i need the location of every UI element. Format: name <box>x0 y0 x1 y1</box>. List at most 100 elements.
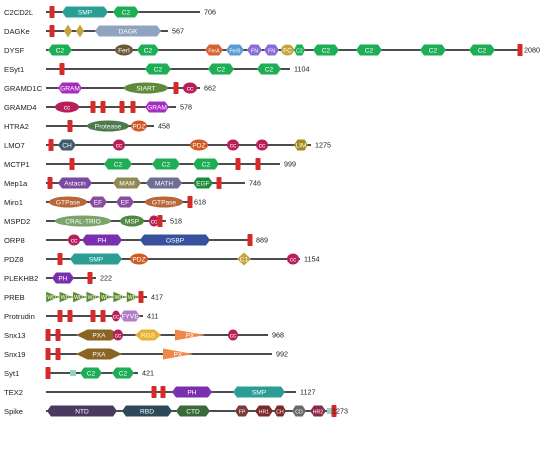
protein-length-label: 968 <box>272 331 284 340</box>
ferb-domain-mark <box>226 44 244 56</box>
small-domain-mark <box>76 24 84 38</box>
ferfa-domain-mark <box>115 44 133 56</box>
protein-length-label: 889 <box>256 236 268 245</box>
domain-label: HR1 <box>259 409 269 415</box>
domain-label: SMP <box>252 389 267 396</box>
domain-label: cc <box>151 218 158 225</box>
protein-length-label: 706 <box>204 8 216 17</box>
domain-label: CH <box>62 142 72 149</box>
tm-segment-mark <box>45 329 51 341</box>
lim-domain-mark <box>294 139 308 151</box>
tm-segment-mark <box>90 101 96 113</box>
protein-name-label: LMO7 <box>4 141 25 150</box>
domain-label: C2 <box>478 47 487 54</box>
protein-length-label: 618 <box>194 198 206 207</box>
protein-name-label: DYSF <box>4 46 25 55</box>
dagk-domain-mark <box>95 25 161 37</box>
ph-domain-mark <box>172 386 212 398</box>
protein-name-label: Protrudin <box>4 312 35 321</box>
tm-segment-mark <box>49 25 55 37</box>
domain-label: C2 <box>87 370 96 377</box>
c2-domain-mark <box>113 6 139 18</box>
domain-label: FN <box>268 48 275 54</box>
protein-length-label: 222 <box>100 274 112 283</box>
cc-domain-mark <box>113 329 123 341</box>
domain-label: StART <box>136 85 155 92</box>
domain-label: PXA <box>92 351 106 358</box>
domain-label: CRAL-TRIO <box>65 218 101 225</box>
ctd-domain-mark <box>176 405 210 417</box>
cc-domain-mark <box>149 215 159 227</box>
gram-domain-mark <box>145 101 169 113</box>
tm-segment-mark <box>59 63 65 75</box>
wd-repeat-mark <box>45 291 60 303</box>
c2-domain-mark <box>208 63 234 75</box>
protein-length-label: 746 <box>249 179 261 188</box>
domain-label: RGS <box>141 332 156 339</box>
domain-label: cc <box>113 313 120 320</box>
domain-label: C2 <box>56 47 65 54</box>
domain-label: MAM <box>119 180 134 187</box>
protein-name-label: Mep1a <box>4 179 28 188</box>
domain-label: WD <box>88 295 97 301</box>
tm-segment-mark <box>57 253 63 265</box>
px-domain-mark <box>163 348 193 360</box>
tm-segment-mark <box>119 101 125 113</box>
msp-domain-mark <box>120 215 144 227</box>
protein-length-label: 567 <box>172 27 184 36</box>
protein-name-label: ESyt1 <box>4 65 24 74</box>
domain-label: CH <box>276 409 284 415</box>
domain-label: C1 <box>240 256 249 263</box>
protein-length-label: 662 <box>204 84 216 93</box>
protein-name-label: PLEKHB2 <box>4 274 38 283</box>
domain-label: OSBP <box>166 237 185 244</box>
cc-domain-mark <box>55 101 79 113</box>
domain-label: GRAM <box>147 104 167 111</box>
protein-name-label: C2CD2L <box>4 8 33 17</box>
domain-label: cc <box>230 332 237 339</box>
protein-name-label: Syt1 <box>4 369 19 378</box>
small-domain-mark <box>237 252 251 266</box>
rgs-domain-mark <box>135 329 161 341</box>
protein-length-label: 1275 <box>315 141 331 150</box>
domain-label: HR2 <box>313 409 323 415</box>
tm-segment-mark <box>55 329 61 341</box>
domain-label: MATH <box>155 180 173 187</box>
c2-domain-mark <box>104 158 132 170</box>
domain-label: C2 <box>144 47 153 54</box>
cc-domain-mark <box>227 139 239 151</box>
gtpase-domain-mark <box>49 196 87 208</box>
domain-label: WD <box>74 295 83 301</box>
tm-segment-mark <box>67 310 73 322</box>
domain-label: SMP <box>89 256 104 263</box>
protein-name-label: Spike <box>4 407 23 416</box>
domain-label: C2 <box>162 161 171 168</box>
tm-segment-mark <box>57 310 63 322</box>
ef-domain-mark <box>89 196 107 208</box>
cc-domain-mark <box>112 310 120 322</box>
fn-domain-mark <box>264 44 279 56</box>
gram-domain-mark <box>58 82 82 94</box>
c2-domain-mark <box>112 367 134 379</box>
tm-segment-mark <box>130 101 136 113</box>
cc-domain-mark <box>68 234 80 246</box>
small-domain-mark <box>70 370 76 376</box>
domain-label: WD <box>47 295 56 301</box>
c2-domain-mark <box>313 44 339 56</box>
domain-label: C2 <box>429 47 438 54</box>
px-domain-mark <box>175 329 205 341</box>
domain-label: FerA <box>208 48 220 54</box>
c2-domain-mark <box>294 44 305 56</box>
tm-segment-mark <box>160 386 166 398</box>
wd-repeat-mark <box>86 291 101 303</box>
